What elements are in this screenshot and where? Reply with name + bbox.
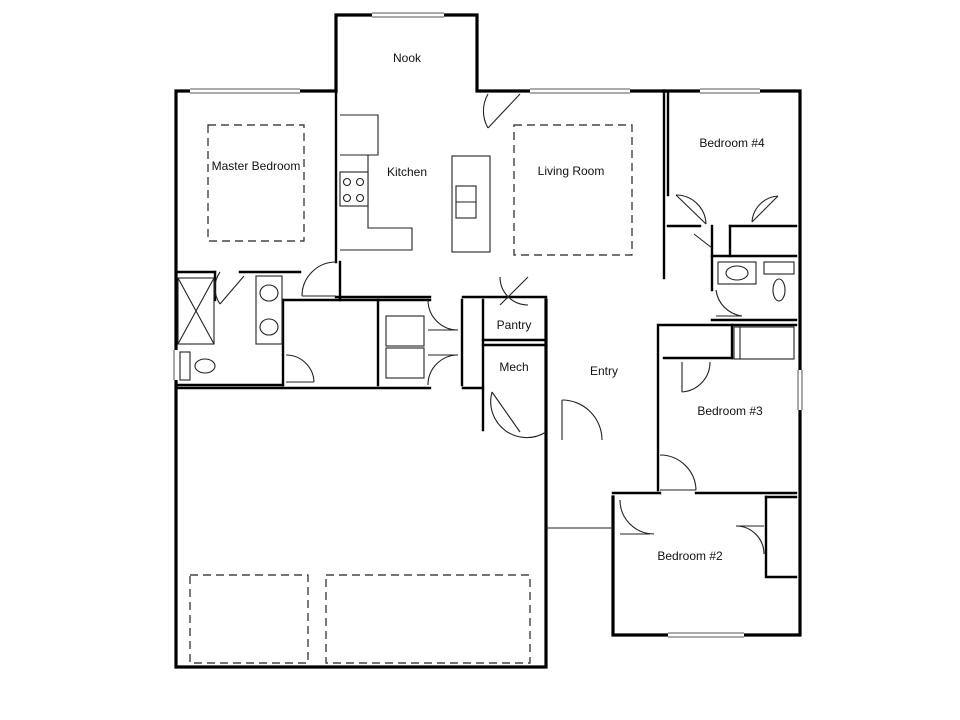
label-bedroom-3: Bedroom #3 (697, 404, 763, 418)
label-pantry: Pantry (497, 318, 532, 332)
laundry-fixtures (385, 315, 425, 379)
label-bedroom-4: Bedroom #4 (699, 136, 765, 150)
kitchen-fixtures (339, 114, 491, 253)
label-master-bedroom: Master Bedroom (212, 159, 301, 173)
hall-bath-fixtures (717, 261, 795, 360)
label-nook: Nook (393, 51, 422, 65)
label-kitchen: Kitchen (387, 165, 427, 179)
door-swings (214, 93, 779, 555)
room-labels: Nook Master Bedroom Kitchen Living Room … (212, 51, 765, 563)
master-bath-fixtures (177, 275, 283, 381)
label-living-room: Living Room (538, 164, 605, 178)
label-entry: Entry (590, 364, 618, 378)
label-mech: Mech (499, 360, 528, 374)
windows (172, 11, 804, 639)
interior-walls (174, 89, 798, 579)
dashed-areas (189, 124, 633, 664)
label-bedroom-2: Bedroom #2 (657, 549, 723, 563)
